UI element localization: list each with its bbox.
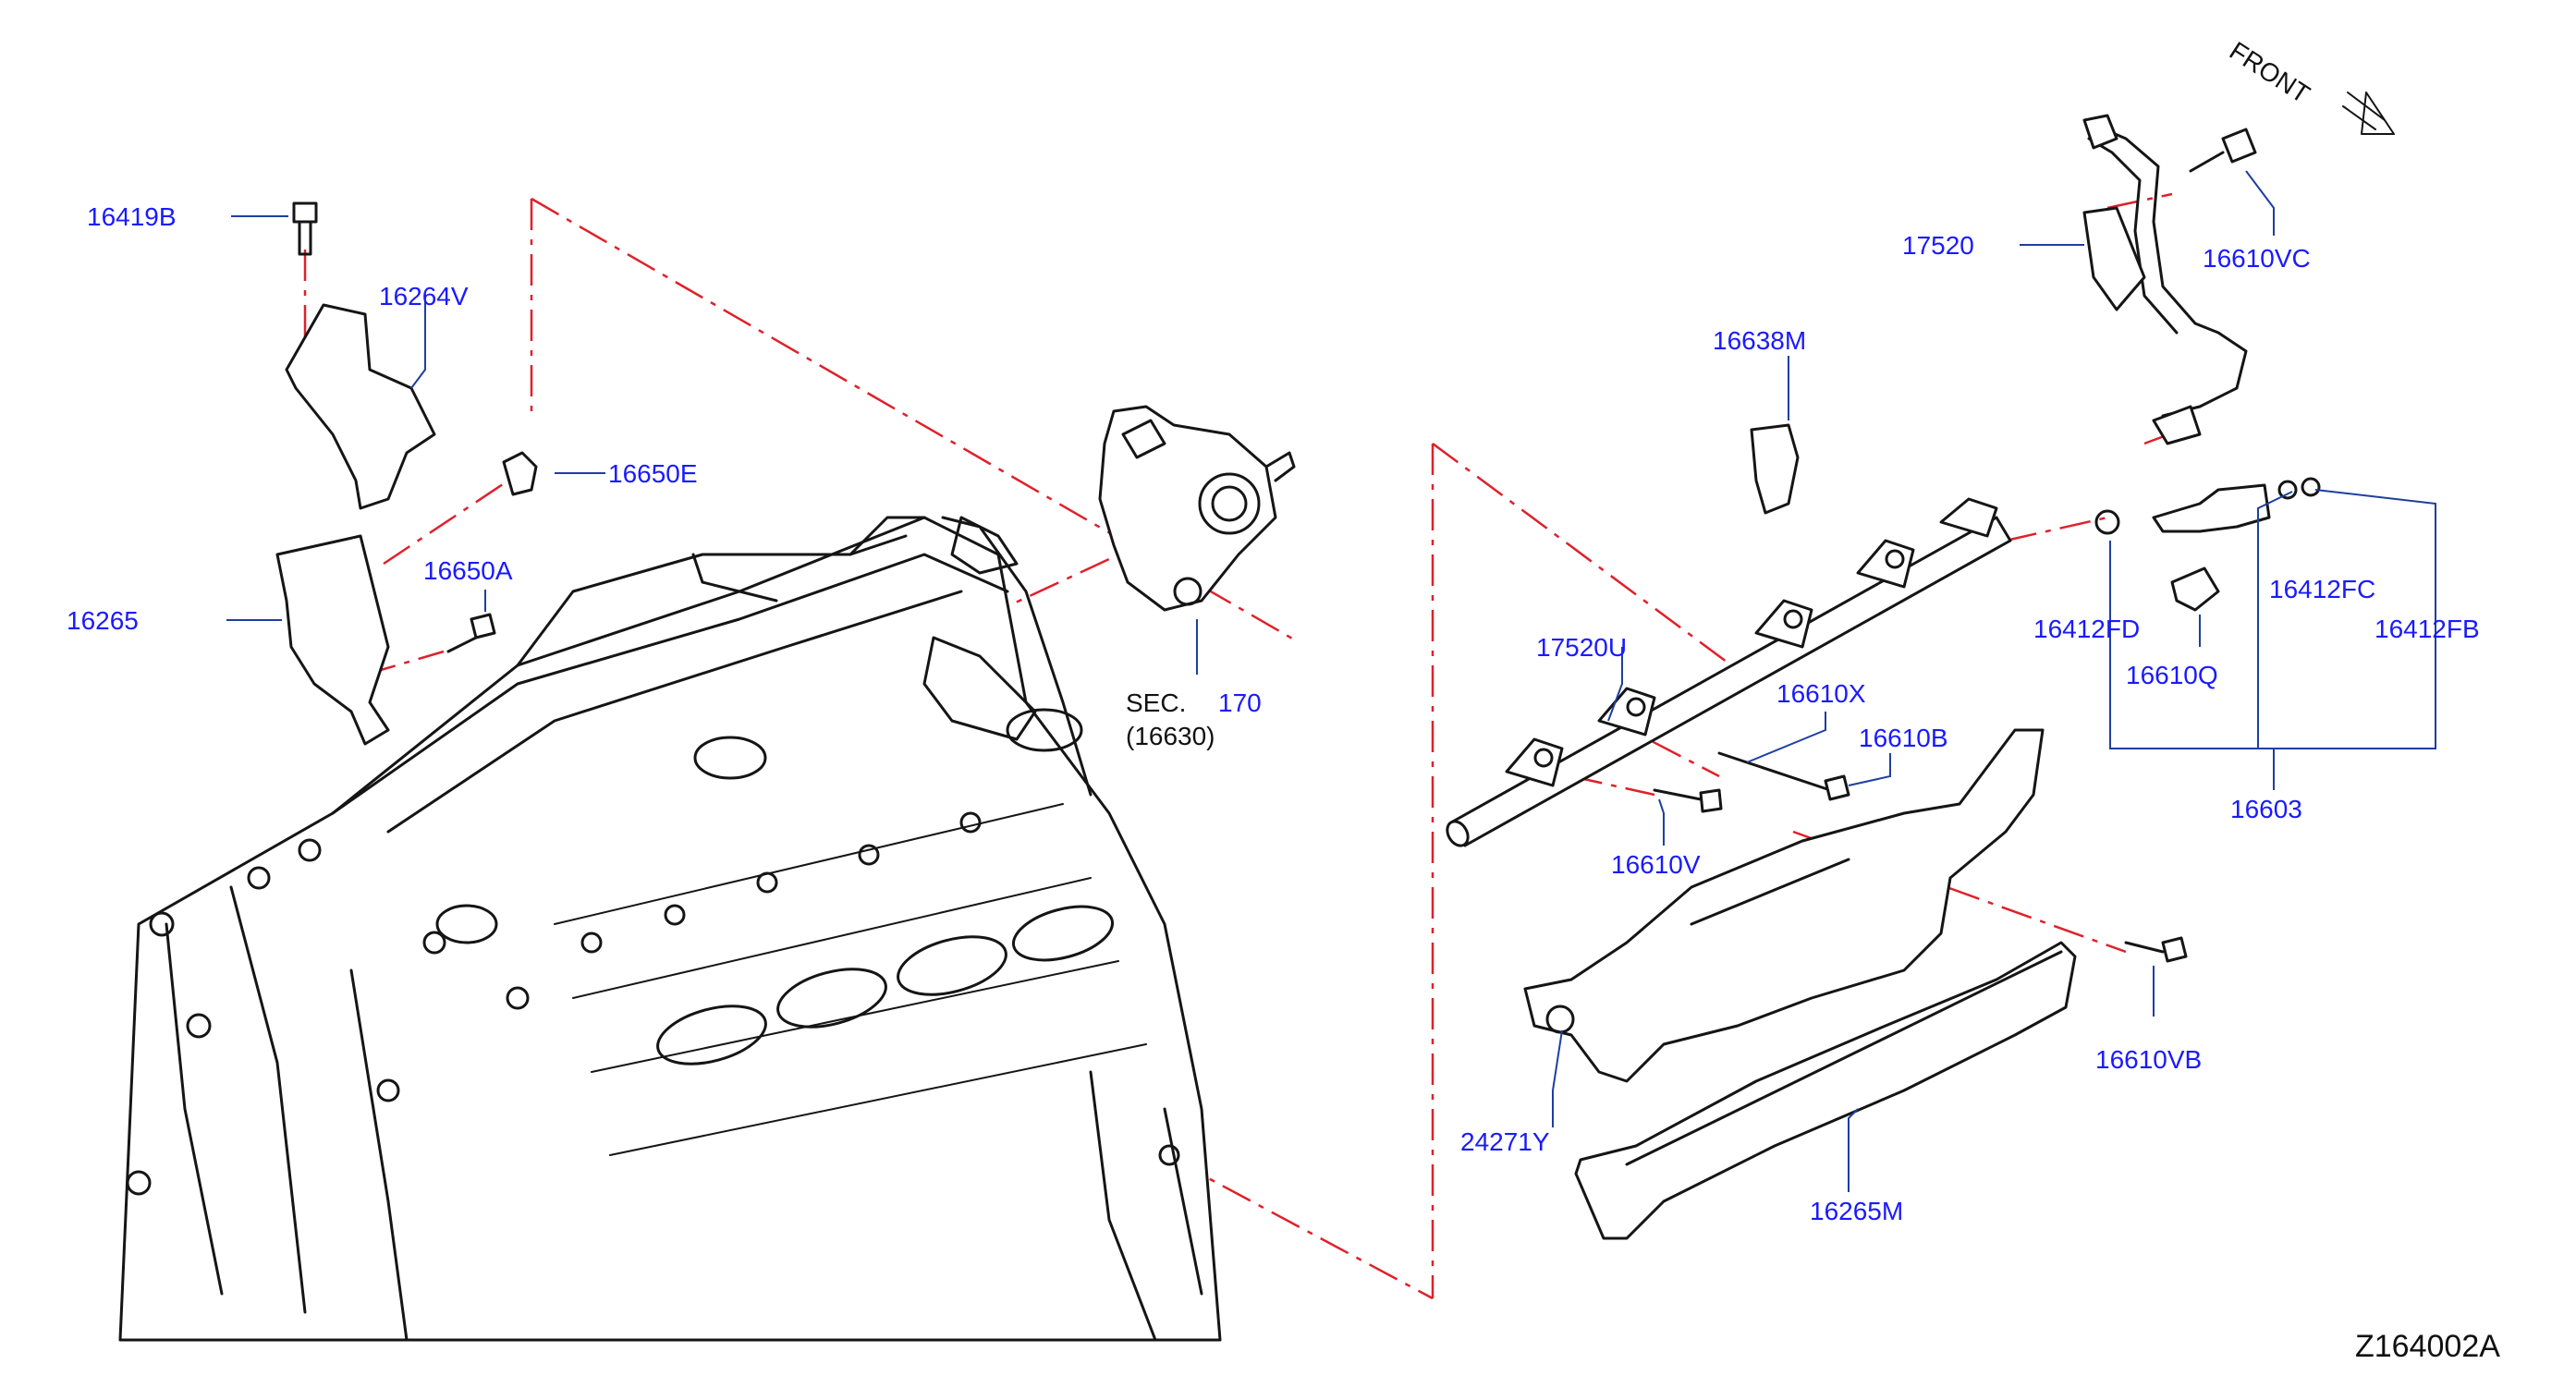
fuel-pump-drawing (1098, 405, 1296, 612)
label-24271Y[interactable]: 24271Y (1460, 1127, 1550, 1156)
label-16650E[interactable]: 16650E (608, 459, 698, 488)
section-ref-prefix: SEC. (1126, 688, 1186, 717)
label-17520[interactable]: 17520 (1902, 231, 1974, 260)
front-arrow (2342, 91, 2395, 135)
label-16610X[interactable]: 16610X (1776, 679, 1866, 708)
small-parts-drawings (275, 114, 2321, 1240)
figure-code: Z164002A (2355, 1329, 2500, 1364)
leader-lines (226, 170, 2436, 1192)
label-16419B[interactable]: 16419B (87, 202, 177, 231)
label-16610VC[interactable]: 16610VC (2203, 244, 2311, 273)
label-16265[interactable]: 16265 (67, 606, 139, 635)
section-ref-number[interactable]: 170 (1218, 688, 1262, 717)
label-16265M[interactable]: 16265M (1810, 1197, 1903, 1225)
label-16650A[interactable]: 16650A (423, 556, 513, 585)
label-16603[interactable]: 16603 (2230, 795, 2302, 823)
label-16610Q[interactable]: 16610Q (2126, 661, 2218, 689)
label-16412FC[interactable]: 16412FC (2269, 575, 2375, 603)
label-16264V[interactable]: 16264V (379, 282, 469, 311)
label-16638M[interactable]: 16638M (1713, 326, 1806, 355)
label-16610V[interactable]: 16610V (1611, 850, 1701, 879)
label-16610VB[interactable]: 16610VB (2095, 1045, 2202, 1074)
fuel-rail-drawing (1446, 497, 2012, 847)
front-label: FRONT (2225, 36, 2315, 109)
label-16610B[interactable]: 16610B (1859, 724, 1948, 752)
section-ref-sub: (16630) (1126, 722, 1215, 750)
label-17520U[interactable]: 17520U (1536, 633, 1627, 662)
label-16412FD[interactable]: 16412FD (2033, 615, 2140, 643)
label-16412FB[interactable]: 16412FB (2375, 615, 2480, 643)
engine-head-drawing (118, 516, 1222, 1342)
